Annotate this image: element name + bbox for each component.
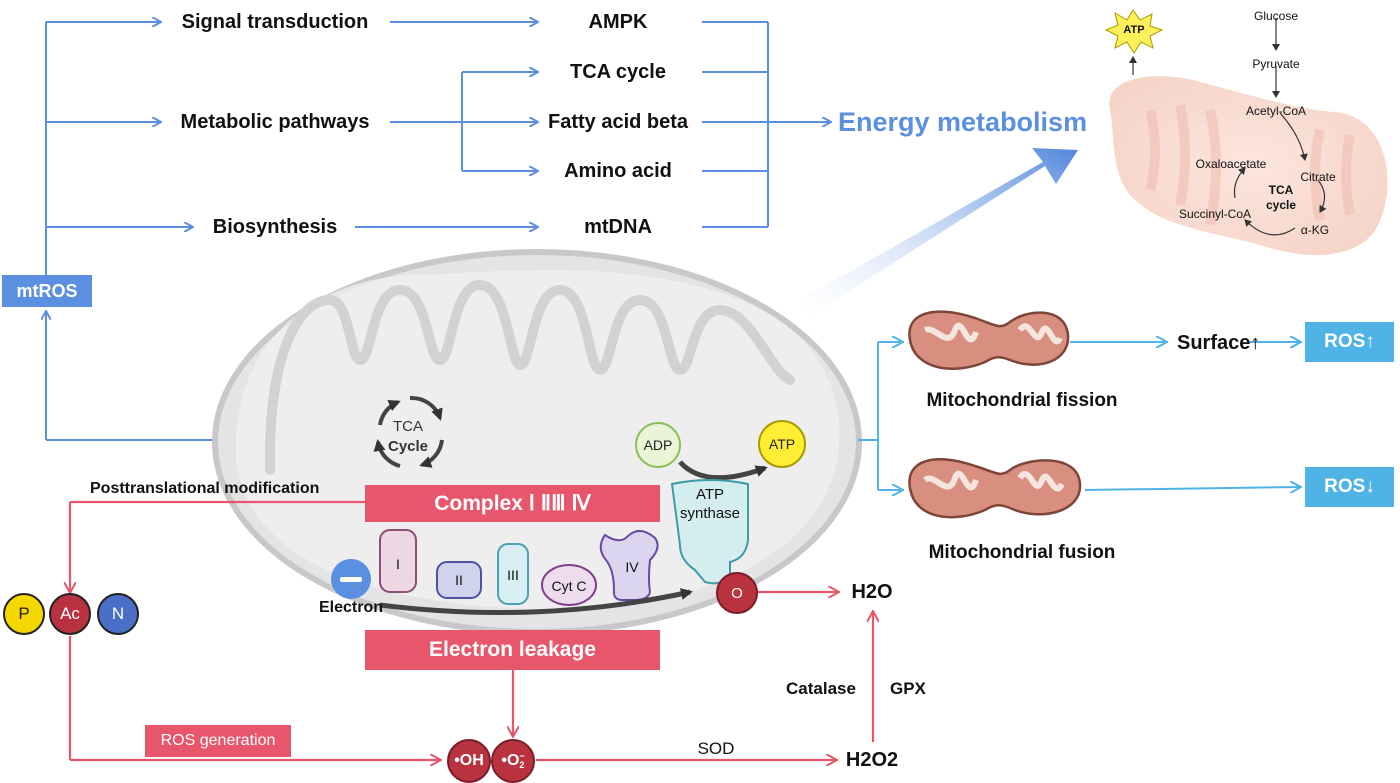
mtros-tree [46,22,830,441]
o2-circle: •O−2 [491,739,535,783]
complex-iv-shape [599,530,659,601]
complex-i-shape [379,529,417,593]
dynamics-lines [858,342,1300,490]
complex-shapes [379,479,749,606]
o2-superscript: − [519,750,525,761]
h2o-label: H2O [851,581,893,603]
citrate-label: Citrate [1300,170,1336,184]
energy-metabolism-label: Energy metabolism [838,107,1088,137]
oh-circle: •OH [447,739,491,783]
fission-label: Mitochondrial fission [926,390,1118,411]
energy-arrow [800,148,1078,316]
oxaloacetate-label: Oxaloacetate [1195,157,1267,171]
ros-down-label: ROS↓ [1324,476,1375,497]
fusion-label: Mitochondrial fusion [928,542,1116,563]
inset-tca-label-1: TCA [1268,183,1294,197]
p-circle: P [3,593,45,635]
h2o2-label: H2O2 [845,749,899,771]
atp-label: ATP [768,436,796,452]
biosynthesis-label: Biosynthesis [212,216,338,238]
inset-tca-label-2: cycle [1265,198,1297,212]
atp-star-icon [1104,9,1164,54]
electron-flow-arrow [379,588,693,616]
acetyl-coa-label: Acetyl-CoA [1245,104,1307,118]
adp-circle: ADP [635,422,681,468]
atp-synthase-shape [670,479,749,585]
complex-iii-shape [497,543,529,605]
ac-label: Ac [60,604,80,623]
o2-label: •O−2 [501,750,525,770]
cyt-c-shape [541,564,597,606]
complex-box: Complex Ⅰ ⅡⅢ Ⅳ [365,485,660,522]
oh-label: •OH [454,752,484,769]
surface-label: Surface↑ [1177,332,1261,354]
ros-up-box: ROS↑ [1305,322,1394,362]
ros-up-label: ROS↑ [1324,331,1375,352]
inset-mitochondrion [1104,9,1388,256]
ros-generation-box: ROS generation [145,725,291,757]
minus-icon [340,576,362,582]
gpx-label: GPX [890,679,926,698]
inset-atp-label: ATP [1123,24,1145,36]
succinyl-coa-label: Succinyl-CoA [1178,207,1252,221]
ac-circle: Ac [49,593,91,635]
fusion-mitochondrion [908,458,1082,519]
adp-to-atp-arrow [678,460,768,481]
ros-generation-label: ROS generation [160,732,276,749]
glucose-label: Glucose [1253,9,1299,23]
atp-circle: ATP [758,420,806,468]
posttranslational-label: Posttranslational modification [90,480,320,497]
sod-label: SOD [697,739,735,758]
catalase-label: Catalase [786,679,856,698]
fission-mitochondrion [908,310,1070,370]
mtdna-label: mtDNA [584,216,652,238]
signal-transduction-label: Signal transduction [181,11,369,33]
red-pathways [70,500,873,760]
ampk-label: AMPK [588,11,648,33]
p-label: P [18,604,30,623]
complex-i-label: I [396,556,400,572]
fatty-acid-beta-label: Fatty acid beta [547,111,689,133]
n-label: N [111,604,125,623]
electron-leakage-label: Electron leakage [429,638,596,661]
complex-label: Complex Ⅰ ⅡⅢ Ⅳ [434,492,591,515]
mtros-box: mtROS [2,275,92,307]
akg-label: α-KG [1300,223,1330,237]
ros-down-box: ROS↓ [1305,467,1394,507]
electron-circle [331,559,371,599]
atp-synthase-label-1: ATP [695,486,725,503]
complex-iii-label: III [507,567,519,583]
electron-leakage-box: Electron leakage [365,630,660,670]
mtros-label: mtROS [16,280,78,301]
complex-iv-label: IV [625,559,639,575]
n-circle: N [97,593,139,635]
pyruvate-label: Pyruvate [1252,57,1300,71]
mito-tca-label-1: TCA [393,418,423,435]
atp-synthase-label-2: synthase [679,505,741,522]
amino-acid-label: Amino acid [564,160,672,182]
metabolic-pathways-label: Metabolic pathways [180,111,370,133]
electron-label: Electron [318,599,384,616]
complex-ii-label: II [455,572,463,588]
tca-cycle-arrows [373,395,444,468]
o2-subscript: 2 [519,759,525,770]
oxygen-circle: O [716,572,758,614]
cyt-c-label: Cyt C [551,578,587,594]
tca-cycle-label: TCA cycle [570,61,666,83]
complex-ii-shape [436,561,482,599]
mito-tca-label-2: Cycle [387,438,429,455]
adp-label: ADP [643,437,673,453]
oxygen-label: O [731,584,743,602]
